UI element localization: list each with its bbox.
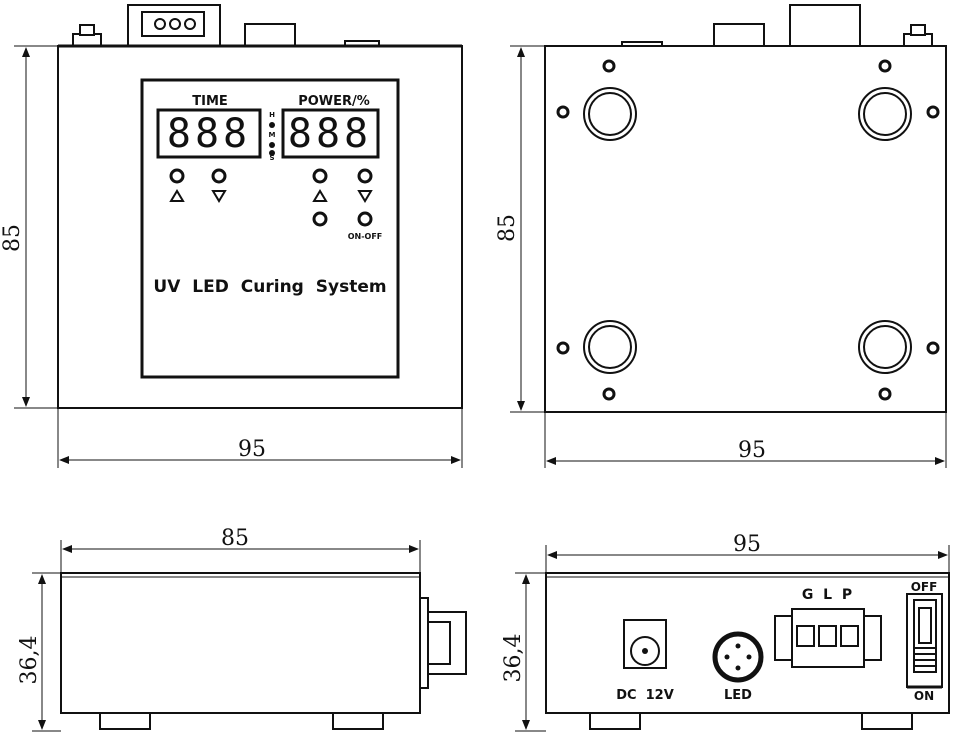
switch-on-label: ON	[914, 689, 934, 703]
time-down-arrow-icon	[211, 190, 227, 203]
dc-label: DC 12V	[616, 688, 674, 703]
time-up-arrow-icon	[169, 189, 185, 202]
side-length-dimension	[60, 540, 421, 573]
indicator-led-m	[269, 142, 275, 148]
front-height-value: 85	[0, 224, 25, 252]
power-up-button[interactable]	[312, 168, 328, 184]
side-body	[60, 572, 421, 714]
power-down-arrow-icon	[357, 190, 373, 203]
rear-width-dimension	[545, 545, 950, 573]
on-off-label: ON-OFF	[348, 232, 383, 241]
back-height-value: 85	[495, 214, 520, 242]
side-length-value: 85	[221, 526, 249, 551]
time-display-digits: 888	[167, 111, 251, 157]
power-up-arrow-icon	[312, 189, 328, 202]
led-label: LED	[724, 688, 752, 703]
front-width-value: 95	[238, 437, 266, 462]
front-view: TIME POWER/% 888 888 H M S ON-OFF UV LED…	[0, 4, 463, 468]
indicator-led-s	[269, 150, 275, 156]
front-width-dimension	[57, 408, 463, 468]
indicator-led-h	[269, 122, 275, 128]
rear-panel-view: DC 12V LED G L P OFF ON	[501, 532, 950, 732]
rear-width-value: 95	[733, 532, 761, 557]
power-display	[281, 108, 380, 159]
unit-m-label: M	[269, 131, 276, 139]
mounting-holes	[556, 59, 940, 401]
start-button[interactable]	[312, 211, 328, 227]
top-connectors	[72, 4, 380, 48]
time-label: TIME	[192, 94, 228, 109]
back-width-value: 95	[738, 438, 766, 463]
power-display-digits: 888	[288, 111, 372, 157]
dc-jack-pin	[642, 648, 648, 654]
time-down-button[interactable]	[211, 168, 227, 184]
unit-h-label: H	[269, 111, 275, 119]
time-up-button[interactable]	[169, 168, 185, 184]
terminal-pin-labels: G L P	[802, 587, 852, 603]
time-display	[156, 108, 262, 159]
led-connector[interactable]	[712, 631, 764, 683]
power-switch-rocker-inner	[918, 607, 932, 644]
rear-feet	[589, 712, 913, 730]
back-top-connectors	[621, 4, 933, 49]
led-pin	[735, 643, 741, 649]
front-height-dimension	[14, 45, 58, 409]
power-label: POWER/%	[298, 94, 370, 109]
switch-ridges	[914, 647, 936, 667]
rear-height-dimension	[515, 572, 546, 732]
side-height-value: 36,4	[17, 636, 42, 685]
side-height-dimension	[32, 572, 61, 732]
on-off-button[interactable]	[357, 211, 373, 227]
led-pin	[724, 654, 730, 660]
led-pin	[735, 665, 741, 671]
unit-s-label: S	[269, 154, 274, 162]
back-width-dimension	[544, 412, 947, 468]
power-down-button[interactable]	[357, 168, 373, 184]
side-feet	[99, 712, 384, 730]
side-view: 85 36,4	[17, 526, 467, 732]
terminal-block[interactable]	[774, 608, 882, 668]
back-view: 85 95	[495, 4, 947, 468]
switch-off-label: OFF	[911, 580, 938, 594]
product-name: UV LED Curing System	[153, 277, 386, 297]
rubber-feet	[583, 87, 912, 374]
rear-height-value: 36,4	[501, 634, 526, 683]
side-connectors	[419, 597, 467, 689]
led-pin	[746, 654, 752, 660]
back-height-dimension	[510, 45, 545, 413]
